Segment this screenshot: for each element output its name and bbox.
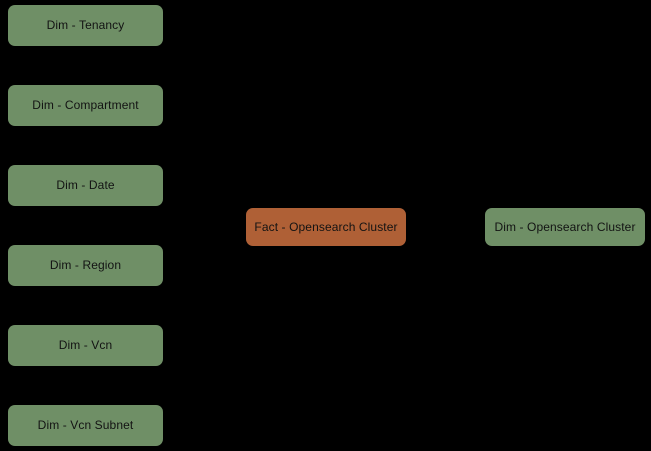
node-label: Dim - Vcn Subnet [37,418,134,433]
node-dim-date[interactable]: Dim - Date [8,165,163,206]
node-label: Dim - Vcn [58,338,113,353]
node-dim-compartment[interactable]: Dim - Compartment [8,85,163,126]
node-label: Dim - Date [56,178,115,193]
node-label: Dim - Opensearch Cluster [494,219,636,234]
node-dim-tenancy[interactable]: Dim - Tenancy [8,5,163,46]
node-dim-vcn[interactable]: Dim - Vcn [8,325,163,366]
node-fact-opensearch-cluster[interactable]: Fact - Opensearch Cluster [246,208,406,246]
node-dim-opensearch-cluster[interactable]: Dim - Opensearch Cluster [485,208,645,246]
node-label: Fact - Opensearch Cluster [254,219,398,234]
node-label: Dim - Region [49,258,122,273]
node-label: Dim - Compartment [32,98,139,113]
node-label: Dim - Tenancy [46,18,125,33]
node-dim-region[interactable]: Dim - Region [8,245,163,286]
node-dim-vcn-subnet[interactable]: Dim - Vcn Subnet [8,405,163,446]
